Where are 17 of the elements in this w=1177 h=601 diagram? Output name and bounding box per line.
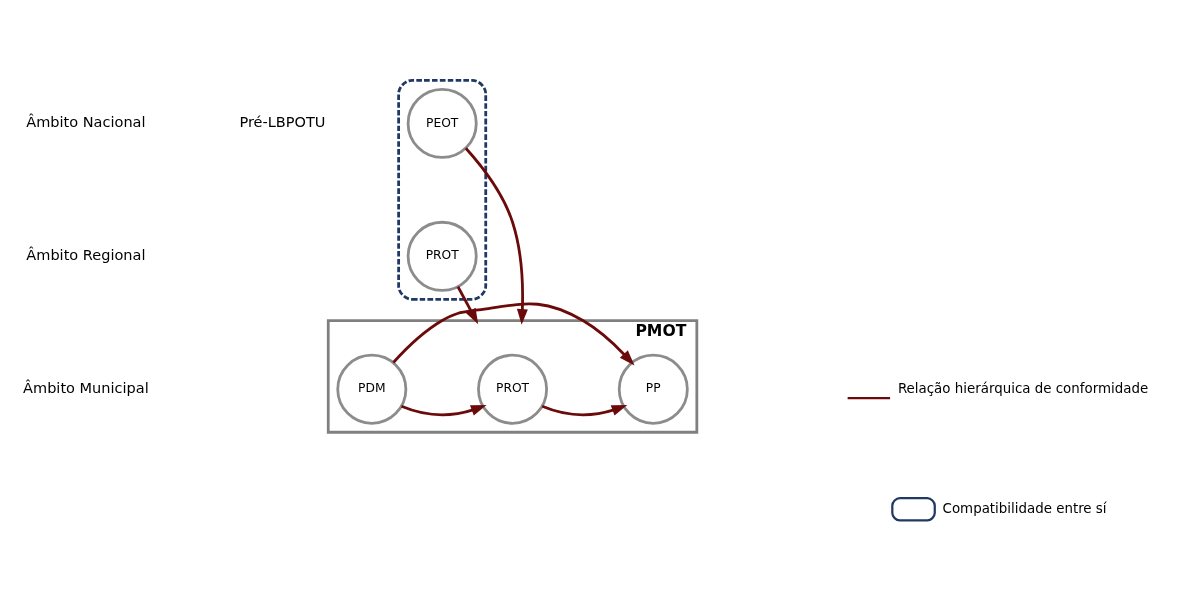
node-circle: PEOT <box>406 87 478 159</box>
arrow <box>541 404 628 416</box>
arrow <box>392 302 635 366</box>
node-circle: PDM <box>336 353 408 425</box>
node-circle: PP <box>617 353 689 425</box>
label: Âmbito Nacional <box>26 113 146 130</box>
label: Âmbito Municipal <box>23 379 149 396</box>
arrow <box>456 285 479 324</box>
label: Pré-LBPOTU <box>239 113 326 130</box>
node-circle: PROT <box>406 220 478 292</box>
cluster <box>397 78 488 301</box>
arrow <box>464 146 528 325</box>
arrow <box>401 404 487 416</box>
label: Âmbito Regional <box>26 246 146 263</box>
legend-label: Compatibilidade entre sí <box>942 500 1107 516</box>
legend-label: Relação hierárquica de conformidade <box>897 380 1149 396</box>
node-circle: PROT <box>477 353 548 425</box>
